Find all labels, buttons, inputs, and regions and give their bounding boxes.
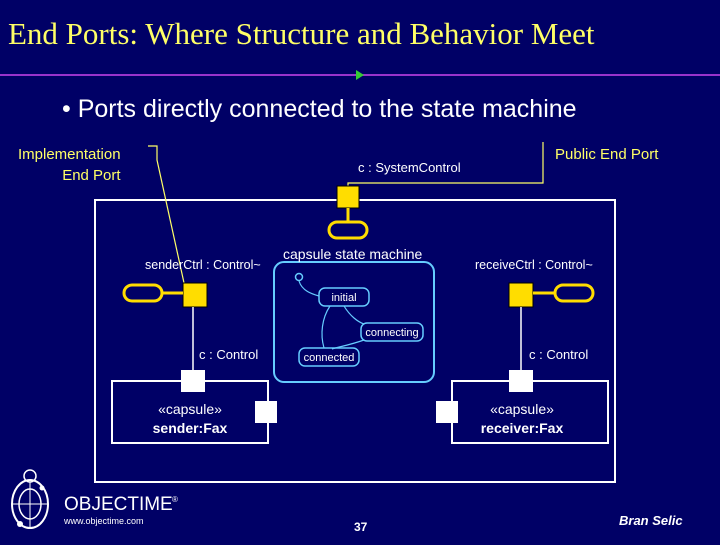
- logo-brand-text: OBJECTIME: [64, 494, 173, 515]
- state-machine-label: capsule state machine: [283, 246, 423, 262]
- initial-pseudostate: [294, 272, 304, 282]
- sender-name: sender:Fax: [153, 420, 228, 436]
- sender-port-connector-icon: [122, 283, 164, 303]
- sender-end-port: [182, 282, 208, 308]
- outer-capsule-box: [94, 199, 616, 483]
- logo-url: www.objectime.com: [63, 516, 144, 526]
- sender-port-label: senderCtrl : Control~: [145, 258, 261, 272]
- right-connector-label: c : Control: [529, 347, 588, 362]
- left-connector-label: c : Control: [199, 347, 258, 362]
- sender-stereotype: «capsule»: [158, 401, 222, 417]
- receiver-name: receiver:Fax: [481, 420, 564, 436]
- public-port-connector-icon: [327, 220, 369, 240]
- transition-initial-connecting: [343, 305, 365, 325]
- receiver-top-port: [509, 370, 533, 392]
- implementation-callout-line: [148, 145, 187, 293]
- implementation-callout-line2: End Port: [62, 167, 121, 184]
- author-name: Bran Selic: [619, 513, 683, 528]
- receiver-side-port: [436, 401, 458, 423]
- logo-graphic: OBJECTIME ® www.objectime.com: [11, 469, 178, 529]
- state-connected: [298, 347, 360, 367]
- state-connecting-label: connecting: [365, 327, 418, 339]
- transition-initial-connected: [321, 305, 331, 349]
- sender-side-port: [255, 401, 277, 423]
- bullet-point: • Ports directly connected to the state …: [62, 95, 577, 123]
- receiver-end-port: [508, 282, 534, 308]
- logo-emblem-icon: [11, 469, 49, 529]
- state-connecting: [360, 322, 424, 342]
- state-machine-region: [273, 261, 435, 383]
- public-end-port: [336, 185, 360, 209]
- receiver-port-connector-icon: [553, 283, 595, 303]
- outer-capsule-label: c : SystemControl: [358, 160, 461, 175]
- slide-title: End Ports: Where Structure and Behavior …: [8, 16, 595, 51]
- state-connected-label: connected: [304, 352, 355, 364]
- sender-top-port: [181, 370, 205, 392]
- transition-connecting-connected: [331, 339, 365, 350]
- objectime-logo: OBJECTIME ® www.objectime.com: [2, 462, 202, 545]
- slide-number: 37: [354, 520, 368, 534]
- divider-arrow-icon: [356, 70, 364, 80]
- state-initial-label: initial: [331, 292, 356, 304]
- registered-mark: ®: [172, 495, 178, 504]
- implementation-end-port-callout: Implementation End Port: [18, 144, 121, 186]
- public-end-port-callout: Public End Port: [555, 146, 659, 163]
- receiver-port-label: receiveCtrl : Control~: [475, 258, 593, 272]
- implementation-callout-line1: Implementation: [18, 146, 121, 163]
- initial-transition: [298, 280, 320, 297]
- receiver-stereotype: «capsule»: [490, 401, 554, 417]
